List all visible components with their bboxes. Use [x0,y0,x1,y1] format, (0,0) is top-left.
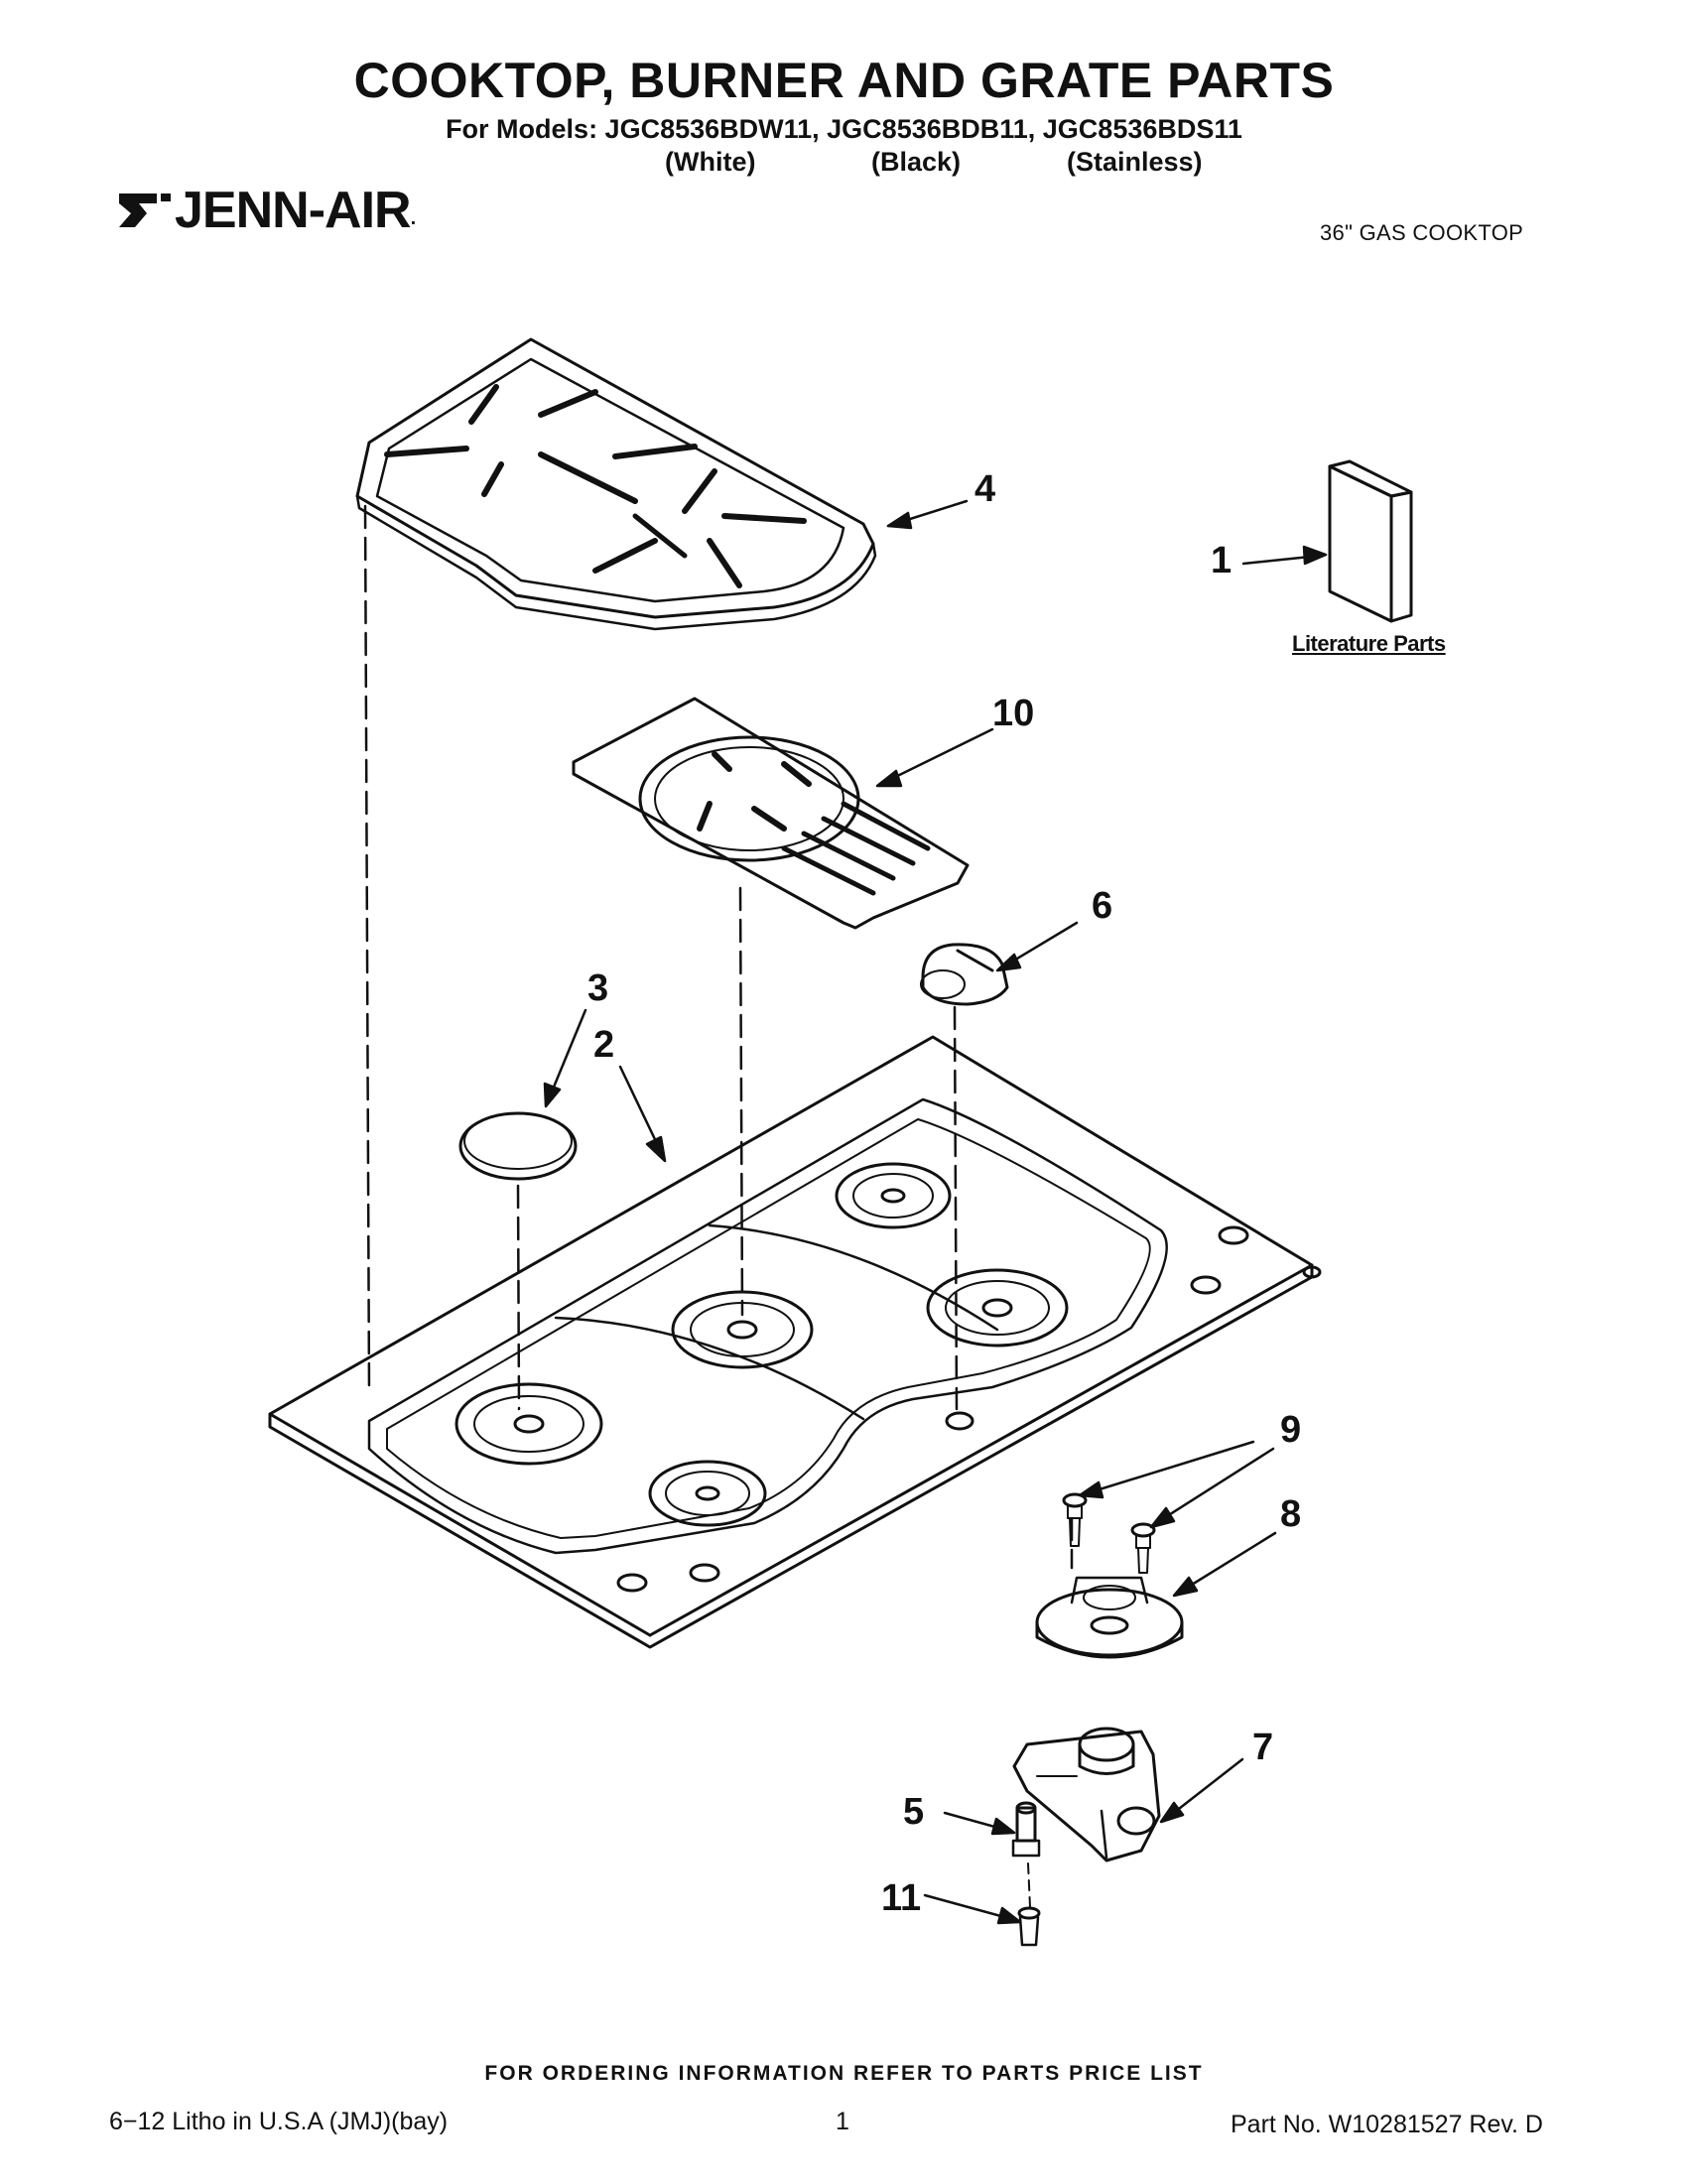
valve-part-7 [1012,1727,1161,1863]
callout-7: 7 [1252,1727,1274,1768]
callout-6: 6 [1092,885,1113,927]
grate-part-10 [572,697,970,930]
jenn-air-mark-icon [119,193,171,227]
screw-part-11 [1017,1863,1041,1947]
brand-dot: . [410,207,417,229]
variant-black: (Black) [871,147,962,177]
screws-part-9 [1062,1492,1156,1574]
burner-cap-part-3 [458,1111,578,1181]
callout-8: 8 [1280,1493,1302,1535]
literature-part-1 [1328,459,1413,623]
brand-name: JENN-AIR [175,182,412,239]
callout-4: 4 [974,468,996,510]
literature-parts-label: Literature Parts [1292,631,1446,656]
model-numbers: For Models: JGC8536BDW11, JGC8536BDB11, … [446,114,1242,144]
page-title: COOKTOP, BURNER AND GRATE PARTS [353,53,1335,108]
callout-11: 11 [881,1877,922,1919]
knob-part-6 [920,943,1009,1006]
callout-5: 5 [903,1791,925,1833]
variant-white: (White) [665,147,756,177]
callout-1: 1 [1211,540,1233,581]
litho-info: 6−12 Litho in U.S.A (JMJ)(bay) [109,2108,449,2135]
orifice-part-5 [1011,1801,1041,1858]
callout-10: 10 [992,693,1035,734]
brand-logo: JENN-AIR . [117,182,417,239]
ordering-note: FOR ORDERING INFORMATION REFER TO PARTS … [484,2062,1204,2085]
product-subtitle: 36" GAS COOKTOP [1320,220,1524,245]
assembly-lines [363,504,1074,1570]
burner-base-part-8 [1035,1576,1184,1659]
variant-stainless: (Stainless) [1067,147,1203,177]
callout-9: 9 [1280,1409,1302,1451]
callout-2: 2 [593,1024,615,1066]
leader-arrows [543,499,1328,1925]
part-number: Part No. W10281527 Rev. D [1231,2111,1543,2138]
page-number: 1 [836,2108,849,2135]
cooktop-part-2 [268,1035,1322,1649]
callout-3: 3 [587,967,609,1009]
grate-part-4 [355,337,877,631]
